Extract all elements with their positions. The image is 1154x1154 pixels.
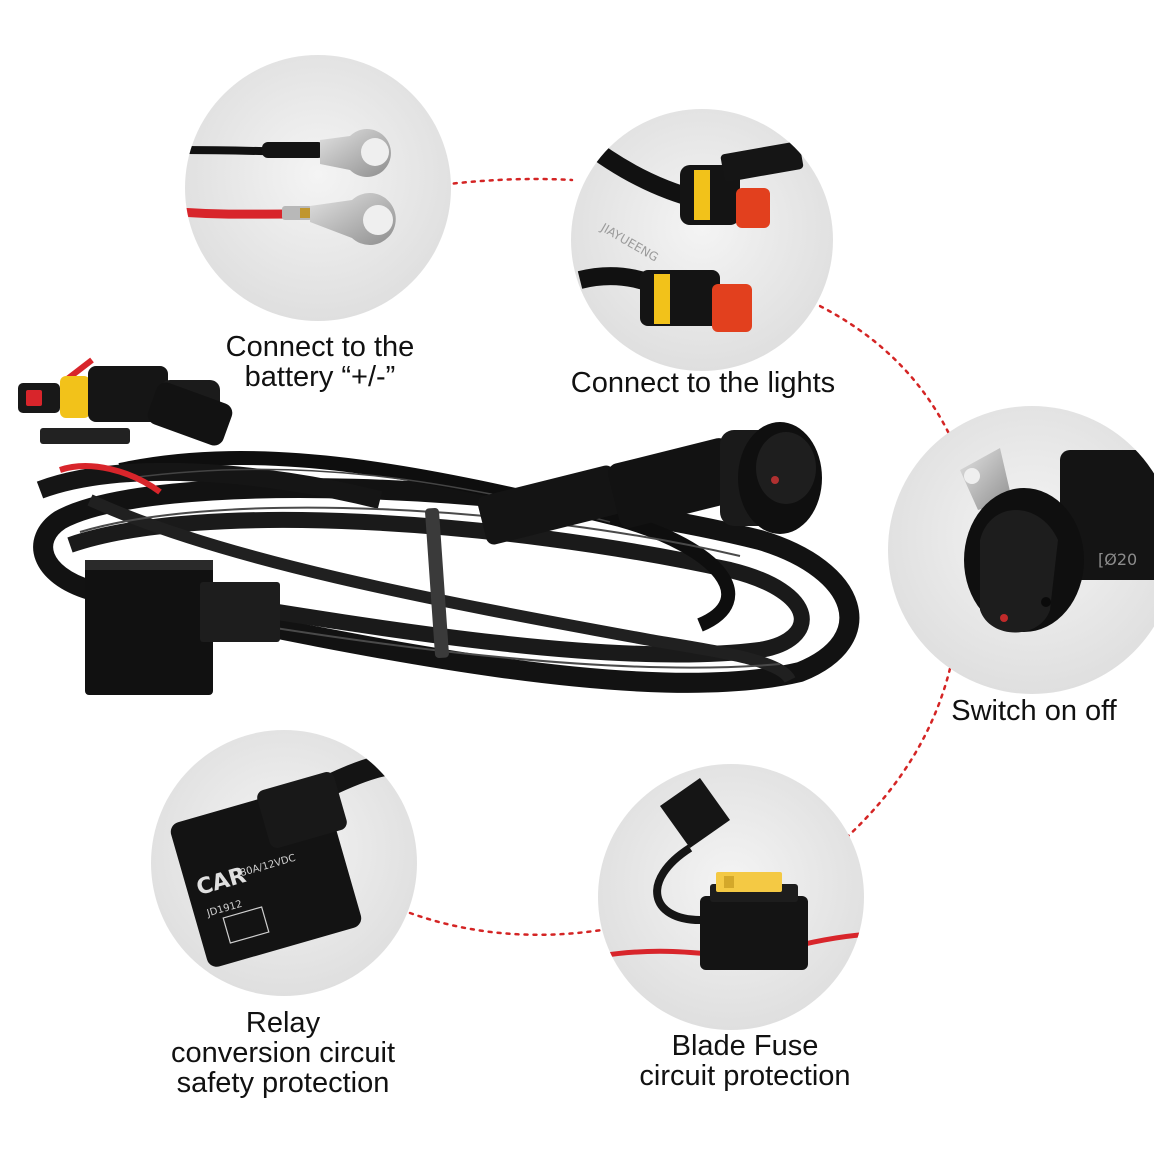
switch-caption-line-1: Switch on off xyxy=(951,695,1117,727)
lights-caption-line-1: Connect to the lights xyxy=(570,367,836,399)
relay-caption: Relay conversion circuit safety protecti… xyxy=(148,1008,418,1098)
relay-callout-circle: CAR 80A/12VDC JD1912 xyxy=(151,730,417,996)
switch-marking-text: [Ø20 xyxy=(1098,550,1137,569)
wiring-harness-photo xyxy=(18,357,860,695)
relay-socket xyxy=(200,582,280,642)
fuse-caption-line-1: Blade Fuse xyxy=(671,1030,819,1062)
fuse-callout-circle xyxy=(598,764,864,1030)
lights-callout-circle: JIAYUEENG xyxy=(571,109,833,371)
battery-caption-line-2: battery “+/-” xyxy=(244,361,396,393)
lights-caption: Connect to the lights xyxy=(548,368,858,398)
battery-caption-line-1: Connect to the xyxy=(225,331,415,363)
relay-caption-line-1: Relay xyxy=(245,1007,321,1039)
harness-cable-highlight xyxy=(79,506,741,557)
cable-tie xyxy=(425,507,449,659)
battery-callout-circle xyxy=(185,55,451,321)
left-connectors xyxy=(18,366,233,446)
red-wire xyxy=(59,463,162,495)
relay-caption-line-3: safety protection xyxy=(176,1067,390,1099)
relay-caption-line-2: conversion circuit xyxy=(170,1037,396,1069)
battery-caption: Connect to the battery “+/-” xyxy=(205,332,435,392)
switch-caption: Switch on off xyxy=(932,696,1136,726)
inline-switch-assembly xyxy=(477,422,822,545)
switch-callout-circle: [Ø20 xyxy=(888,406,1154,694)
relay-box xyxy=(85,560,213,695)
harness-cable-loop xyxy=(87,494,796,684)
relay-box-shade xyxy=(85,560,213,570)
harness-cable-loop xyxy=(36,462,383,509)
harness-cable-loop xyxy=(67,511,810,663)
dotted-connector-line xyxy=(408,177,954,937)
fuse-caption: Blade Fuse circuit protection xyxy=(620,1031,870,1091)
fuse-caption-line-2: circuit protection xyxy=(639,1060,851,1092)
